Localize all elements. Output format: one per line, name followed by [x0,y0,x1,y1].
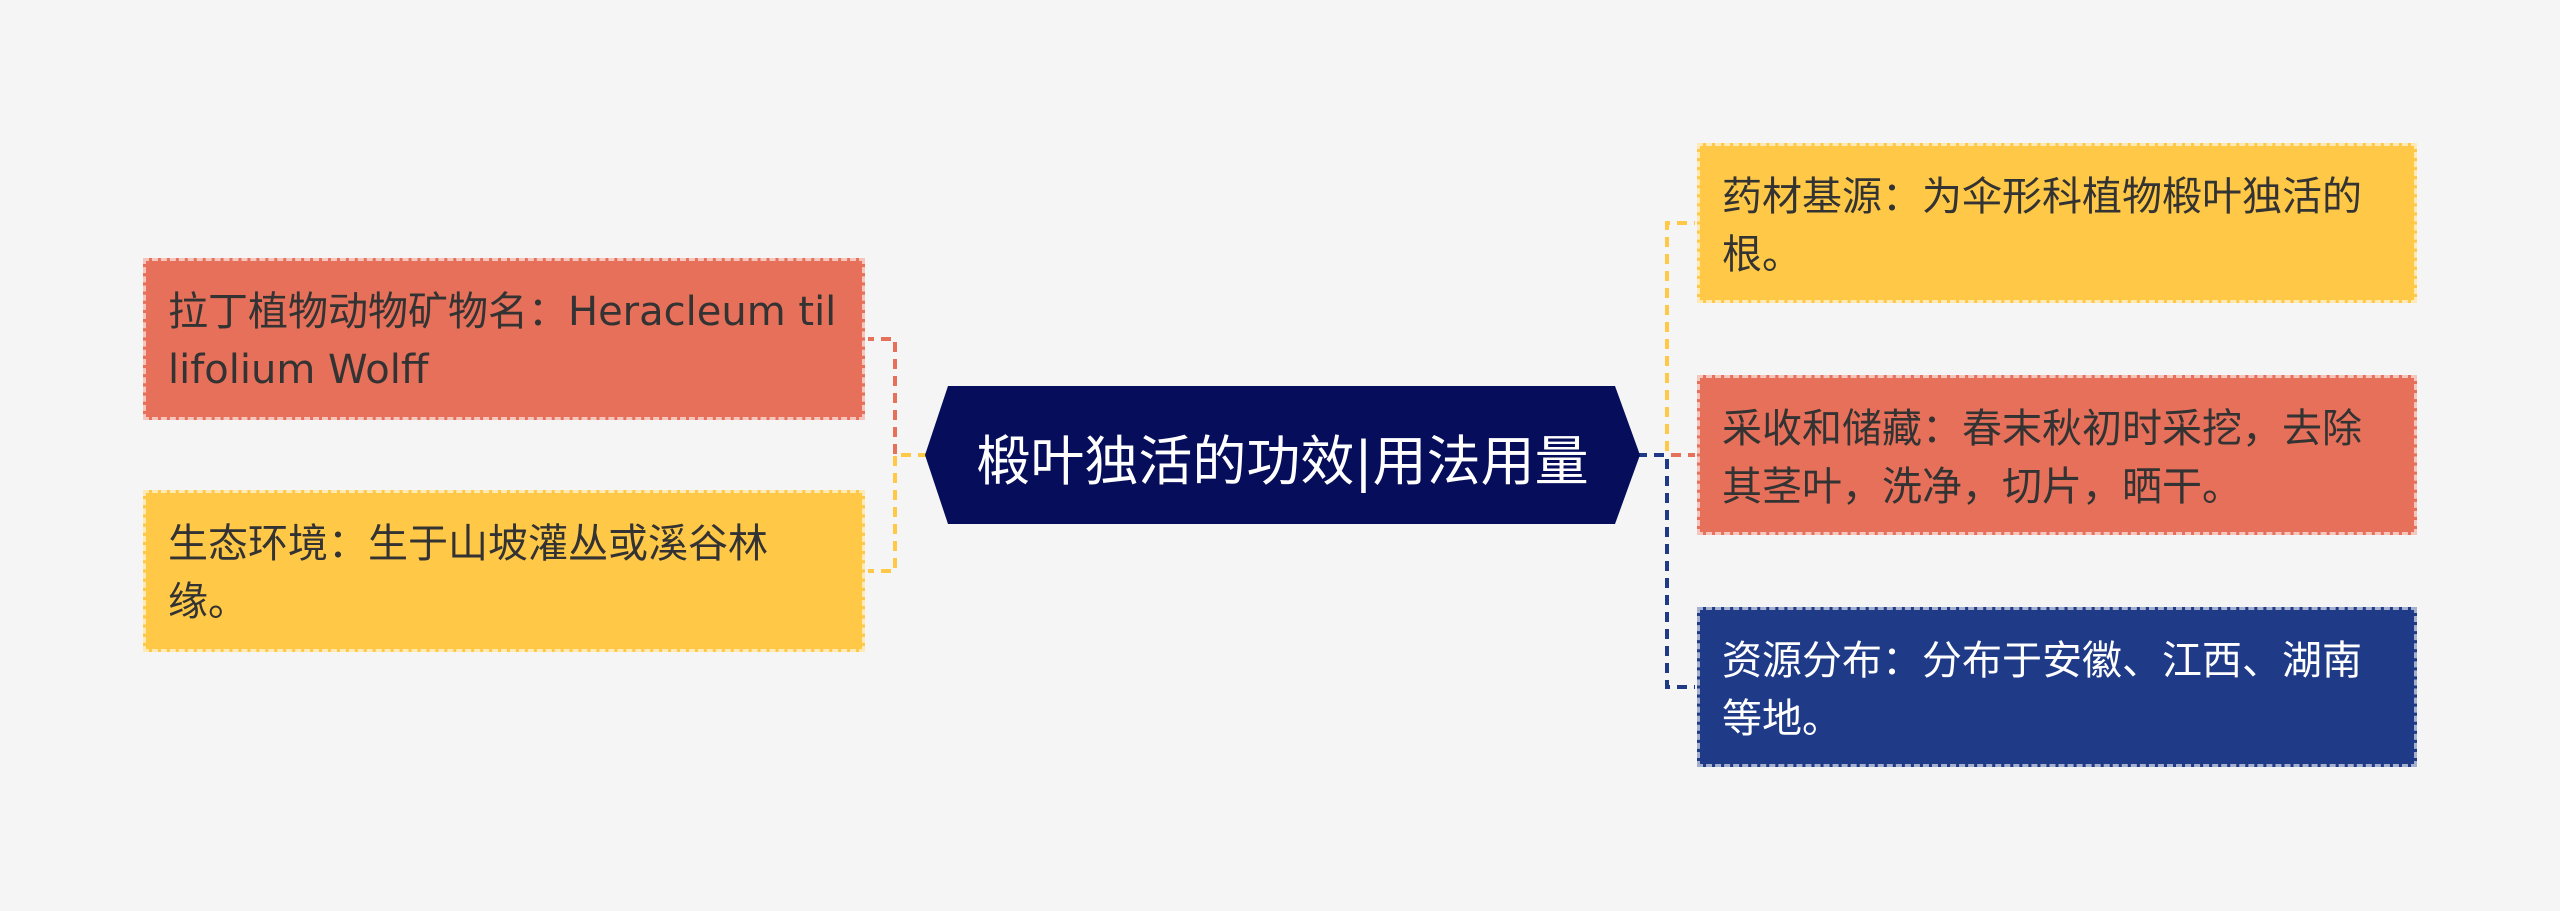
left-topic-latin-name-text: 拉丁植物动物矿物名：Heracleum tillifolium Wolff [168,289,837,393]
connector-left-1 [868,337,928,457]
center-topic-shape [925,386,1640,524]
left-topic-latin-name[interactable]: 拉丁植物动物矿物名：Heracleum tillifolium Wolff [143,258,865,420]
left-topic-habitat[interactable]: 生态环境：生于山坡灌丛或溪谷林缘。 [143,490,865,652]
connector-right-3 [1637,453,1695,689]
connector-left-2 [868,453,928,573]
right-topic-harvest-storage[interactable]: 采收和储藏：春末秋初时采挖，去除其茎叶，洗净，切片，晒干。 [1697,375,2417,535]
right-topic-source-text: 药材基源：为伞形科植物椴叶独活的根。 [1722,174,2362,278]
right-topic-source[interactable]: 药材基源：为伞形科植物椴叶独活的根。 [1697,143,2417,303]
center-topic-label[interactable]: 椴叶独活的功效|用法用量 [976,429,1589,493]
left-connectors [868,337,928,573]
connector-right-1 [1637,221,1695,457]
right-topic-distribution[interactable]: 资源分布：分布于安徽、江西、湖南等地。 [1697,607,2417,767]
right-connectors [1637,221,1695,689]
right-topic-harvest-storage-text: 采收和储藏：春末秋初时采挖，去除其茎叶，洗净，切片，晒干。 [1722,406,2362,510]
left-topic-habitat-text: 生态环境：生于山坡灌丛或溪谷林缘。 [168,521,768,625]
right-topic-distribution-text: 资源分布：分布于安徽、江西、湖南等地。 [1722,638,2362,742]
